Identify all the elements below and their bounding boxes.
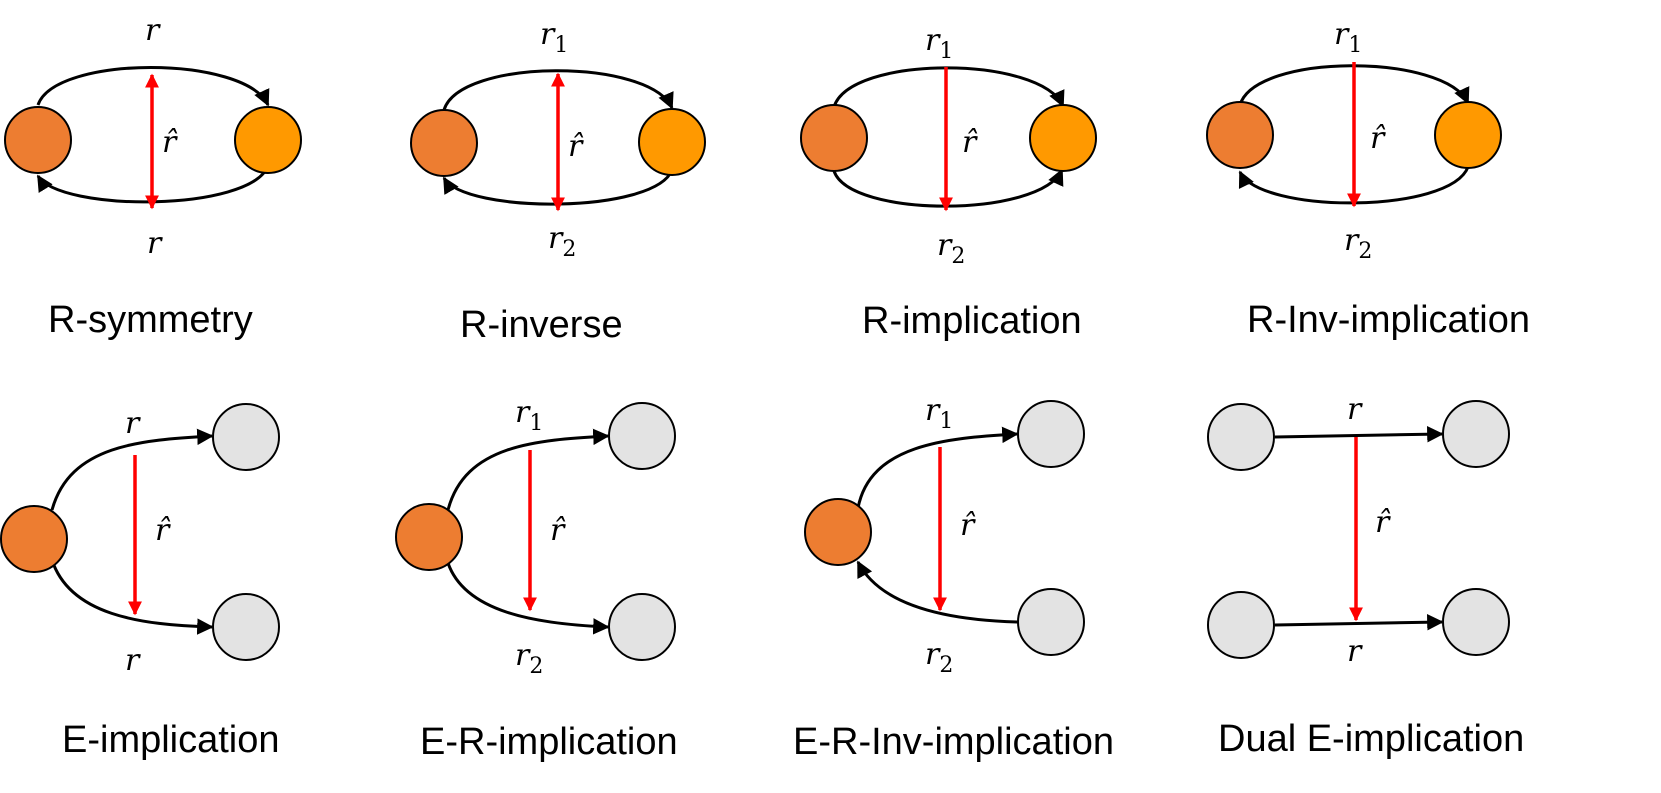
tail-entity-node-top bbox=[212, 403, 280, 471]
tail-entity-node-bottom bbox=[608, 593, 676, 661]
entity-node-left bbox=[4, 106, 72, 174]
entity-node-left bbox=[410, 109, 478, 177]
tail-entity-node-top bbox=[1017, 400, 1085, 468]
edge-bottom bbox=[446, 562, 610, 635]
label-r2: r2 bbox=[1344, 223, 1372, 264]
label-r-bottom: r bbox=[125, 643, 141, 678]
entity-node-left bbox=[1206, 101, 1274, 169]
label-r-hat: r̂ bbox=[962, 125, 978, 160]
entity-node-right bbox=[1434, 101, 1502, 169]
edge-bottom bbox=[1274, 614, 1444, 631]
head-entity-node bbox=[804, 498, 872, 566]
caption-dual-e-implication: Dual E-implication bbox=[1218, 718, 1524, 760]
head-entity-node bbox=[395, 503, 463, 571]
panel-r-symmetry: r r̂ r R-symmetry bbox=[4, 13, 302, 341]
label-r-hat: r̂ bbox=[1375, 505, 1391, 540]
entity-node-bottom-left bbox=[1207, 591, 1275, 659]
edge-bottom bbox=[832, 168, 1064, 208]
label-r1: r1 bbox=[925, 393, 953, 434]
edge-top bbox=[832, 66, 1065, 108]
edge-bottom bbox=[856, 560, 1019, 624]
label-r1: r1 bbox=[1334, 17, 1362, 58]
label-r-bottom: r bbox=[147, 226, 163, 261]
label-r2: r2 bbox=[925, 637, 953, 678]
tail-entity-node-bottom bbox=[1017, 588, 1085, 656]
label-r-hat: r̂ bbox=[960, 508, 976, 543]
edge-top bbox=[856, 426, 1019, 509]
entity-node-top-left bbox=[1207, 403, 1275, 471]
label-r1: r1 bbox=[540, 17, 568, 58]
tail-entity-node-bottom bbox=[212, 593, 280, 661]
entity-node-right bbox=[638, 108, 706, 176]
caption-r-inv-implication: R-Inv-implication bbox=[1247, 299, 1530, 341]
panel-e-implication: r r̂ r E-implication bbox=[0, 403, 280, 761]
label-r-top: r bbox=[1347, 392, 1363, 427]
label-r1: r1 bbox=[925, 23, 953, 64]
panel-e-r-inv-implication: r1 r̂ r2 E-R-Inv-implication bbox=[793, 393, 1114, 763]
caption-e-r-implication: E-R-implication bbox=[420, 721, 678, 763]
label-r2: r2 bbox=[548, 221, 576, 262]
caption-e-implication: E-implication bbox=[62, 719, 280, 761]
label-r2: r2 bbox=[937, 228, 965, 269]
caption-r-symmetry: R-symmetry bbox=[48, 299, 253, 341]
panel-r-implication: r1 r̂ r2 R-implication bbox=[800, 23, 1097, 342]
label-r-hat: r̂ bbox=[162, 125, 178, 160]
label-r-top: r bbox=[125, 406, 141, 441]
edge-top bbox=[50, 428, 214, 511]
label-r-hat: r̂ bbox=[1370, 121, 1386, 156]
entity-node-bottom-right bbox=[1442, 588, 1510, 656]
caption-r-implication: R-implication bbox=[862, 300, 1082, 342]
tail-entity-node-top bbox=[608, 402, 676, 470]
caption-r-inverse: R-inverse bbox=[460, 304, 623, 346]
panel-dual-e-implication: r r̂ r Dual E-implication bbox=[1207, 392, 1524, 760]
panel-e-r-implication: r1 r̂ r2 E-R-implication bbox=[395, 395, 678, 763]
head-entity-node bbox=[0, 505, 68, 573]
entity-node-right bbox=[1029, 104, 1097, 172]
caption-e-r-inv-implication: E-R-Inv-implication bbox=[793, 721, 1114, 763]
label-r1: r1 bbox=[515, 395, 543, 436]
edge-bottom bbox=[50, 559, 214, 635]
entity-node-right bbox=[234, 106, 302, 174]
label-r2: r2 bbox=[515, 638, 543, 679]
label-r-top: r bbox=[145, 13, 161, 48]
edge-top bbox=[36, 66, 270, 107]
entity-node-left bbox=[800, 104, 868, 172]
edge-top bbox=[1238, 64, 1470, 106]
label-r-hat: r̂ bbox=[550, 513, 566, 548]
label-r-hat: r̂ bbox=[568, 129, 584, 164]
label-r-hat: r̂ bbox=[155, 513, 171, 548]
edge-top bbox=[1274, 426, 1444, 443]
entity-node-top-right bbox=[1442, 400, 1510, 468]
edge-top bbox=[446, 428, 610, 511]
panel-r-inverse: r1 r̂ r2 R-inverse bbox=[410, 17, 706, 346]
panel-r-inv-implication: r1 r̂ r2 R-Inv-implication bbox=[1206, 17, 1530, 341]
label-r-bottom: r bbox=[1347, 634, 1363, 669]
edge-top bbox=[442, 69, 674, 111]
